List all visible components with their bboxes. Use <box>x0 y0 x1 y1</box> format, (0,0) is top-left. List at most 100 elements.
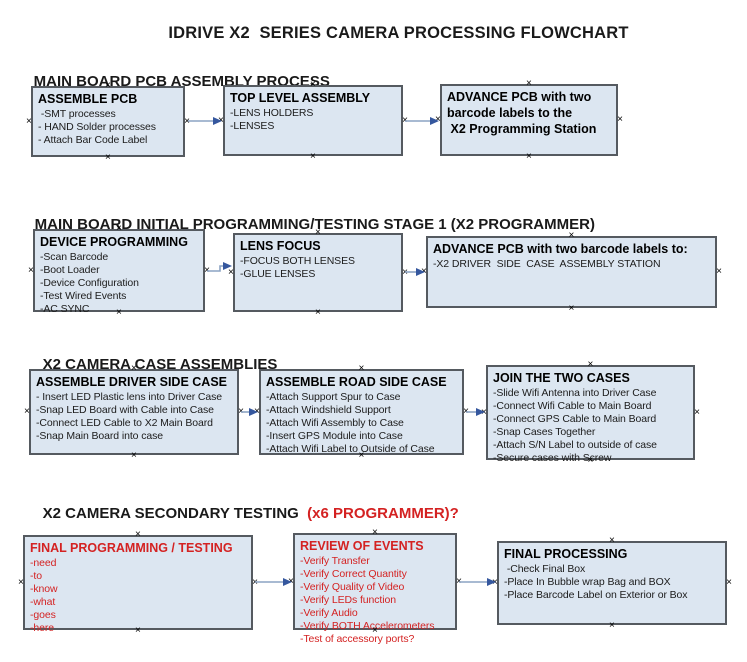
section-heading-text: X2 CAMERA SECONDARY TESTING <box>42 505 303 522</box>
connector-handle-icon: × <box>310 151 316 162</box>
section-heading-case-assemblies: X2 CAMERA CASE ASSEMBLIES <box>26 339 278 390</box>
connector-handle-icon: × <box>456 575 462 587</box>
box-item: -Connect Wifi Cable to Main Board <box>493 400 652 412</box>
connector-handle-icon: × <box>28 264 34 276</box>
connector-handle-icon: × <box>131 450 137 461</box>
box-title: ASSEMBLE PCB <box>38 92 138 106</box>
flow-box-advance-pcb-programming-station: ADVANCE PCB with two barcode labels to t… <box>435 79 623 162</box>
connector-handle-icon: × <box>238 406 244 417</box>
connector-handle-icon: × <box>26 115 32 127</box>
box-item: - HAND Solder processes <box>38 121 156 133</box>
box-item: -Check Final Box <box>504 563 586 575</box>
connector-handle-icon: × <box>402 114 408 126</box>
box-item: -Snap Cases Together <box>493 426 596 438</box>
connector-handle-icon: × <box>492 577 498 588</box>
box-item: -GLUE LENSES <box>240 268 316 280</box>
flow-box-assemble-driver-side-case: ASSEMBLE DRIVER SIDE CASE - Insert LED P… <box>24 364 244 461</box>
box-item: -Attach Wifi Label to Outside of Case <box>266 443 435 455</box>
flow-box-assemble-road-side-case: ASSEMBLE ROAD SIDE CASE -Attach Support … <box>254 364 469 461</box>
flow-box-review-of-events: REVIEW OF EVENTS -Verify Transfer-Verify… <box>288 528 462 646</box>
connector-handle-icon: × <box>726 577 732 588</box>
section-heading-secondary-testing: X2 CAMERA SECONDARY TESTING (x6 PROGRAMM… <box>26 488 459 539</box>
connector-handle-icon: × <box>435 114 441 125</box>
box-item: -Attach Windshield Support <box>266 404 391 416</box>
box-title: TOP LEVEL ASSEMBLY <box>230 91 371 105</box>
box-item: -Connect GPS Cable to Main Board <box>493 413 657 425</box>
connector-handle-icon: × <box>184 115 190 127</box>
box-items: -Scan Barcode-Boot Loader-Device Configu… <box>40 251 198 316</box>
box-item: -Insert GPS Module into Case <box>266 430 403 442</box>
connector-handle-icon: × <box>609 620 615 631</box>
box-item: - Attach Bar Code Label <box>38 134 148 146</box>
connector-handle-icon: × <box>568 303 575 314</box>
connector-handle-icon: × <box>315 307 321 318</box>
connector-handle-icon: × <box>481 406 487 418</box>
connector-handle-icon: × <box>105 152 111 163</box>
section-heading-initial-programming: MAIN BOARD INITIAL PROGRAMMING/TESTING S… <box>18 199 595 250</box>
flow-box-device-programming: DEVICE PROGRAMMING -Scan Barcode-Boot Lo… <box>28 224 210 318</box>
box-item: -need <box>30 557 57 569</box>
box-title: FINAL PROCESSING <box>504 547 628 561</box>
box-item: -goes <box>30 609 56 621</box>
connector-handle-icon: × <box>617 114 623 125</box>
connector-handle-icon: × <box>228 266 234 278</box>
box-item: -SMT processes <box>38 108 116 120</box>
box-item: -Verify LEDs function <box>300 594 396 606</box>
box-item: -Place In Bubble wrap Bag and BOX <box>504 576 671 588</box>
box-item: -Snap LED Board with Cable into Case <box>36 404 214 416</box>
box-title: DEVICE PROGRAMMING <box>40 235 188 249</box>
box-title: ADVANCE PCB with two barcode labels to: <box>433 242 688 256</box>
section-heading-text: MAIN BOARD INITIAL PROGRAMMING/TESTING S… <box>34 216 595 233</box>
connector-handle-icon: × <box>716 266 722 277</box>
box-item: -what <box>30 596 56 608</box>
box-item: -AC SYNC <box>40 303 90 315</box>
box-title: LENS FOCUS <box>240 239 321 253</box>
flow-box-final-programming-testing: FINAL PROGRAMMING / TESTING -need-to-kno… <box>18 530 258 636</box>
box-items: - Insert LED Plastic lens into Driver Ca… <box>36 391 232 443</box>
section-heading-red-text: (x6 PROGRAMMER)? <box>302 505 459 522</box>
box-items: -FOCUS BOTH LENSES-GLUE LENSES <box>240 255 396 281</box>
box-item: -Verify Quality of Video <box>300 581 405 593</box>
box-items: -Verify Transfer-Verify Correct Quantity… <box>300 555 450 646</box>
box-title: REVIEW OF EVENTS <box>300 539 424 553</box>
box-items: -Attach Support Spur to Case-Attach Wind… <box>266 391 457 456</box>
box-items: -Check Final Box-Place In Bubble wrap Ba… <box>504 563 720 602</box>
box-title: JOIN THE TWO CASES <box>493 371 630 385</box>
connector-handle-icon: × <box>204 264 210 276</box>
connector-handle-icon: × <box>526 78 532 89</box>
connector-handle-icon: × <box>526 151 532 162</box>
connector-handle-icon: × <box>254 406 260 417</box>
box-item: -Place Barcode Label on Exterior or Box <box>504 589 688 601</box>
connector-handle-icon: × <box>694 406 700 418</box>
flow-box-assemble-pcb: ASSEMBLE PCB -SMT processes- HAND Solder… <box>26 81 190 163</box>
box-item: -Attach S/N Label to outside of case <box>493 439 657 451</box>
page-title: IDRIVE X2 SERIES CAMERA PROCESSING FLOWC… <box>168 24 629 42</box>
box-item: -Attach Support Spur to Case <box>266 391 401 403</box>
box-item: -Snap Main Board into case <box>36 430 163 442</box>
box-item: -Boot Loader <box>40 264 100 276</box>
box-item: -know <box>30 583 58 595</box>
box-items: -SMT processes- HAND Solder processes- A… <box>38 108 178 147</box>
box-item: -Verify Transfer <box>300 555 370 567</box>
arrow-row2-elbow <box>207 262 232 272</box>
connector-handle-icon: × <box>18 576 24 588</box>
box-item: -Verify Audio <box>300 607 358 619</box>
box-title: ASSEMBLE ROAD SIDE CASE <box>266 375 447 389</box>
box-item: -Connect LED Cable to X2 Main Board <box>36 417 213 429</box>
box-items: -X2 DRIVER SIDE CASE ASSEMBLY STATION <box>433 258 710 271</box>
flow-box-lens-focus: LENS FOCUS -FOCUS BOTH LENSES-GLUE LENSE… <box>228 228 408 318</box>
box-item: -Verify BOTH Accelerometers <box>300 620 435 632</box>
box-items: -need-to-know-what-goes-here <box>30 557 246 635</box>
connector-handle-icon: × <box>463 406 469 417</box>
box-title: FINAL PROGRAMMING / TESTING <box>30 541 233 555</box>
connector-handle-icon: × <box>402 266 408 278</box>
box-item: -Verify Correct Quantity <box>300 568 407 580</box>
connector-handle-icon: × <box>218 114 224 126</box>
connector-handle-icon: × <box>421 266 427 277</box>
flow-box-join-the-two-cases: JOIN THE TWO CASES -Slide Wifi Antenna i… <box>481 360 700 466</box>
box-item: -Scan Barcode <box>40 251 109 263</box>
box-item: -Test Wired Events <box>40 290 127 302</box>
flow-box-top-level-assembly: TOP LEVEL ASSEMBLY -LENS HOLDERS-LENSES … <box>218 80 408 162</box>
box-item: -to <box>30 570 42 582</box>
